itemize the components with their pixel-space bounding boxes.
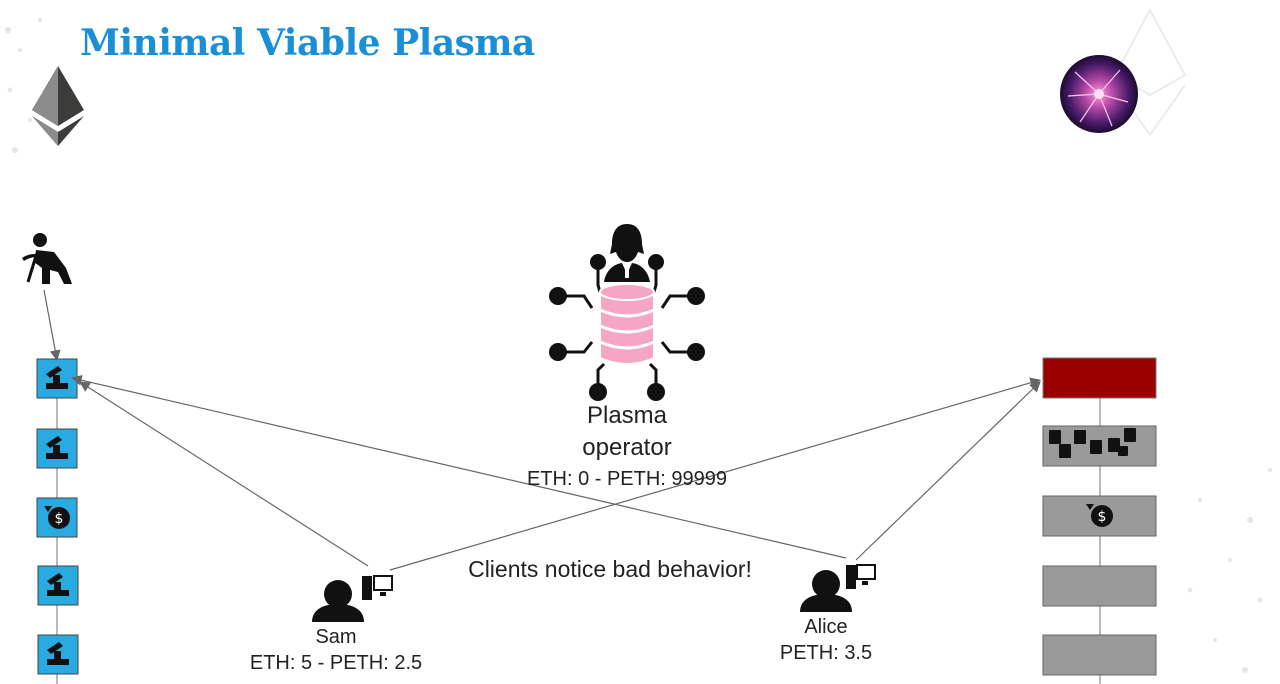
notice-text: Clients notice bad behavior! [468,556,752,582]
miner-arrow [43,289,61,362]
plasma-ball-icon [1060,55,1138,133]
svg-text:$: $ [1098,509,1107,525]
mainchain-block: $ [36,497,78,538]
block-stamp-icon [47,642,69,665]
invalid-plasma-block [1042,357,1157,399]
plasma-block [1042,634,1157,676]
database-operator-icon [549,224,705,401]
block-stamp-icon [46,366,68,389]
plasma-block: $ [1042,495,1157,537]
page-title: Minimal Viable Plasma [80,22,535,64]
deposit-dollar-icon: $ [1086,504,1113,527]
alice-to-mainchain-arrow [70,374,847,559]
transactions-documents-icon [1049,428,1136,458]
plasma-block [1042,425,1157,467]
sam-to-mainchain-arrow [79,381,369,567]
user-computer-icon [312,575,393,622]
client-balance-sam: ETH: 5 - PETH: 2.5 [249,652,423,674]
client-arrows [70,374,1042,571]
user-computer-icon [800,564,876,612]
mainchain-block [37,565,79,606]
svg-text:$: $ [55,511,64,527]
mainchain-block [36,428,78,469]
operator-balance: ETH: 0 - PETH: 99999 [526,468,728,490]
deposit-dollar-icon: $ [44,506,70,529]
mainchain-block [36,358,78,399]
plasma-block [1042,565,1157,607]
block-stamp-icon [47,573,69,596]
sam-to-plasma-arrow [389,377,1042,571]
background-dots [5,18,1272,673]
miner-icon [22,233,72,284]
operator-label: Plasma operator [582,402,672,461]
alice-to-plasma-arrow [855,381,1041,561]
client-name-sam: Sam [315,626,357,648]
client-balance-alice: PETH: 3.5 [779,642,873,664]
ethereum-logo-icon [32,66,84,146]
mainchain-block [37,634,79,675]
client-name-alice: Alice [804,616,848,638]
block-stamp-icon [46,436,68,459]
